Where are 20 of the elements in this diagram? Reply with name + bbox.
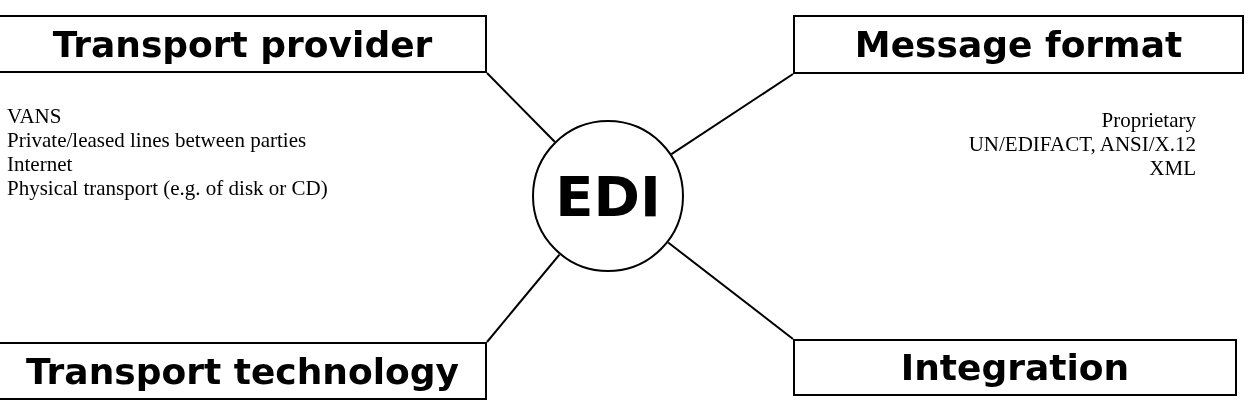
node-title: Transport provider <box>52 23 433 65</box>
connector-line <box>667 241 794 340</box>
list-item: XML <box>1148 156 1196 180</box>
list-item: UN/EDIFACT, ANSI/X.12 <box>968 132 1196 156</box>
connector-line <box>670 73 794 156</box>
node-title: EDI <box>555 163 661 229</box>
list-item: VANS <box>7 104 63 128</box>
node-title: Message format <box>854 24 1183 65</box>
category-box <box>793 15 1244 74</box>
connector-line <box>486 253 561 343</box>
category-box <box>0 15 487 73</box>
list-item: Internet <box>7 152 74 176</box>
category-box <box>793 339 1237 396</box>
list-item: Private/leased lines between parties <box>7 128 308 152</box>
category-box <box>0 342 487 400</box>
connector-line <box>486 72 556 143</box>
node-title: Integration <box>900 347 1130 388</box>
list-item: Proprietary <box>1100 108 1196 132</box>
list-item: Physical transport (e.g. of disk or CD) <box>7 176 328 200</box>
node-title: Transport technology <box>26 350 459 392</box>
